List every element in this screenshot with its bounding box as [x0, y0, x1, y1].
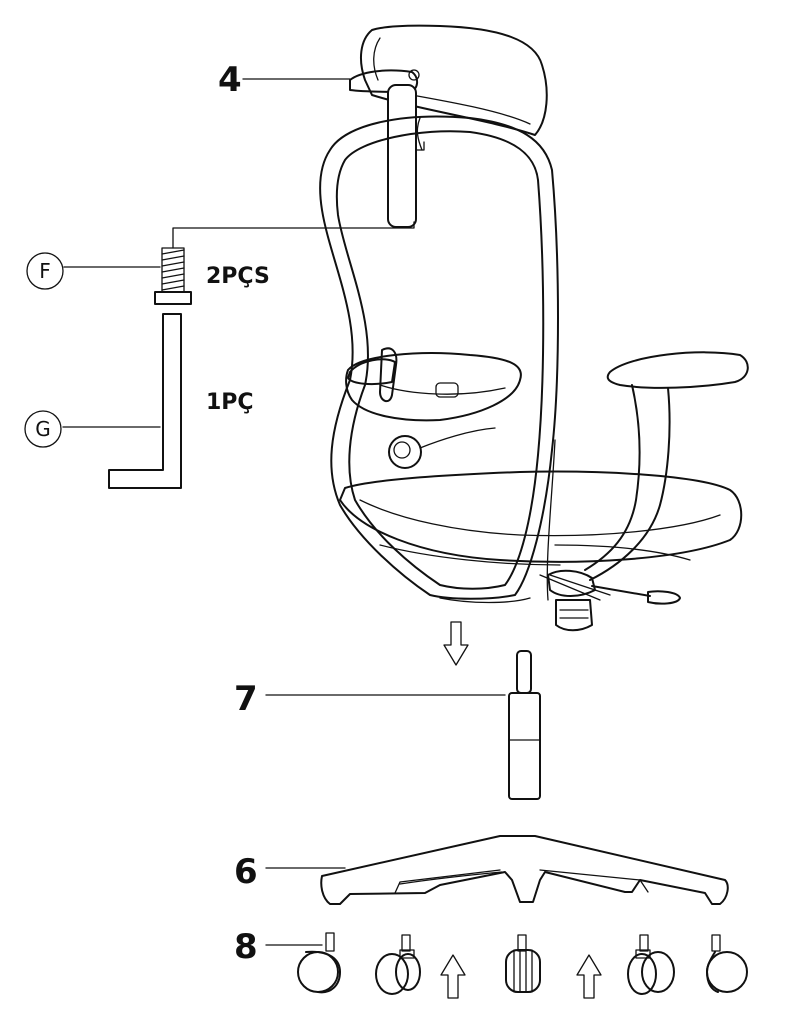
caster-2 — [375, 934, 421, 995]
seat-mechanism — [539, 569, 681, 632]
backrest-frame — [319, 115, 559, 601]
gas-lift-part-7 — [508, 650, 541, 800]
armrest-right — [584, 351, 749, 581]
arrow-up-icon — [576, 954, 602, 999]
chair-base-part-6 — [320, 835, 729, 905]
part-letter-f: F — [39, 259, 51, 283]
arrow-up-icon — [440, 954, 466, 999]
lumbar-support — [345, 347, 522, 469]
allen-key-part-g — [108, 313, 182, 489]
caster-4 — [627, 934, 675, 995]
casters-part-8 — [297, 932, 748, 995]
quantity-g: 1PÇ — [206, 390, 254, 415]
seat — [339, 470, 743, 566]
headrest-post — [387, 84, 425, 228]
headrest — [349, 24, 548, 136]
part-number-8: 8 — [234, 927, 258, 967]
caster-5 — [706, 934, 748, 993]
part-number-6: 6 — [234, 852, 258, 892]
caster-1 — [297, 932, 341, 994]
arrow-down-icon — [443, 621, 469, 666]
chair-drawing — [319, 24, 749, 632]
screw-part-f — [154, 221, 415, 305]
part-letter-g: G — [35, 417, 51, 441]
part-number-7: 7 — [234, 679, 258, 719]
armrest-left — [347, 358, 396, 386]
part-marker-f — [26, 252, 64, 290]
part-number-4: 4 — [218, 60, 242, 100]
quantity-f: 2PÇS — [206, 264, 270, 289]
part-marker-g — [24, 410, 62, 448]
caster-3 — [505, 934, 541, 993]
